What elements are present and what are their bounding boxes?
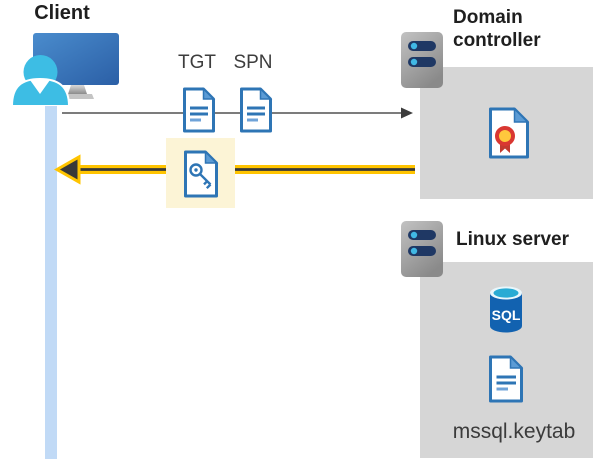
keytab-filename-label: mssql.keytab: [452, 420, 576, 443]
sql-label: SQL: [492, 307, 521, 323]
keytab-document-icon: [488, 355, 524, 403]
request-arrow: [55, 103, 420, 123]
client-timeline-bar: [45, 93, 57, 459]
certificate-icon: [488, 107, 530, 159]
linux-server-label: Linux server: [456, 229, 569, 250]
spn-label: SPN: [233, 52, 273, 73]
sql-database-icon: SQL: [488, 284, 524, 336]
domain-controller-label: Domain controller: [453, 7, 541, 51]
server-icon: [400, 31, 444, 89]
key-document-icon: [183, 150, 219, 198]
tgt-label: TGT: [178, 52, 216, 73]
person-at-computer-icon: [8, 28, 120, 106]
tgt-document-icon: [182, 87, 216, 133]
spn-document-icon: [239, 87, 273, 133]
server-icon: [400, 220, 444, 278]
client-label: Client: [34, 2, 90, 24]
response-arrow: [48, 150, 420, 190]
